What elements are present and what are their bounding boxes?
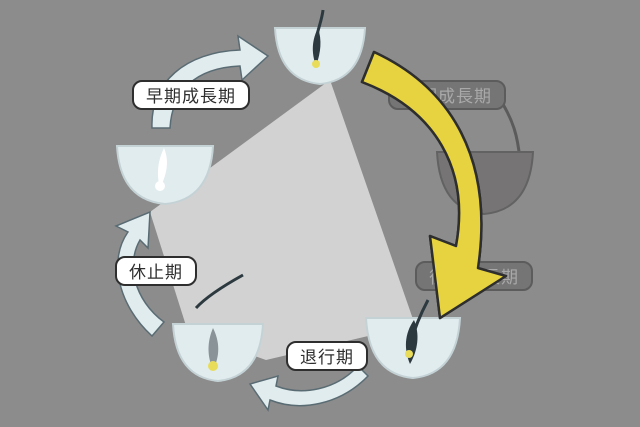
follicle-regression <box>171 273 265 383</box>
follicle-late-growth <box>364 299 462 380</box>
label-early-growth: 早期成長期 <box>132 80 250 110</box>
label-resting: 休止期 <box>115 256 197 286</box>
label-mid-growth: 中期成長期 <box>388 80 506 110</box>
arrow-regression-to-resting <box>114 210 166 338</box>
label-late-growth: 後期成長期 <box>415 261 533 291</box>
follicle-early-growth <box>273 9 367 86</box>
arrow-late-to-regression <box>248 364 370 412</box>
label-regression: 退行期 <box>286 341 368 371</box>
follicle-resting <box>115 145 215 206</box>
